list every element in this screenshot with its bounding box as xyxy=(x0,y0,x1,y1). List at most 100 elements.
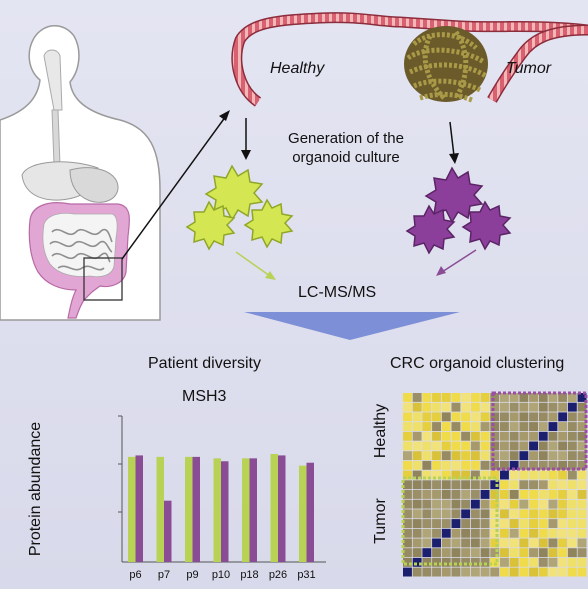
heatmap-cell xyxy=(432,509,441,519)
heatmap-cell xyxy=(558,567,568,577)
heatmap-cell xyxy=(519,490,529,499)
heatmap-cell xyxy=(538,490,548,499)
heatmap-cell xyxy=(509,422,519,431)
heatmap-cell xyxy=(509,412,519,422)
heatmap-cell xyxy=(548,490,558,499)
heatmap-cell xyxy=(577,441,587,451)
heatmap-cell xyxy=(422,422,432,431)
x-tick-label: p7 xyxy=(158,569,170,581)
heatmap-tumor-label: Tumor xyxy=(372,498,389,544)
heatmap-cell xyxy=(558,490,568,499)
heatmap-cell xyxy=(490,393,500,402)
bar-p7-tumor xyxy=(164,500,172,562)
heatmap-cell xyxy=(558,499,568,509)
heatmap-cell xyxy=(538,402,548,412)
heatmap-cell xyxy=(509,557,519,567)
heatmap-cell xyxy=(412,528,422,538)
heatmap-cell xyxy=(470,567,480,577)
bar-p18-tumor xyxy=(249,458,257,562)
heatmap-cell xyxy=(470,528,480,538)
heatmap-cell xyxy=(558,480,568,490)
heatmap-cell xyxy=(412,538,422,548)
heatmap-cell xyxy=(577,490,587,499)
chart-title: MSH3 xyxy=(182,388,227,405)
x-tick-label: p31 xyxy=(297,569,315,581)
heatmap-cell xyxy=(461,402,471,412)
heatmap-cell xyxy=(500,412,509,422)
heatmap-cell xyxy=(519,422,529,431)
heatmap-cell xyxy=(480,538,490,548)
heatmap-cell xyxy=(480,470,490,480)
heatmap-cell xyxy=(451,509,461,519)
heatmap-cell xyxy=(558,519,568,528)
heatmap-cell xyxy=(470,431,480,441)
heatmap-cell xyxy=(519,538,529,548)
tumor-cluster-box xyxy=(491,391,588,471)
heatmap-cell xyxy=(519,548,529,558)
generation-line1: Generation of the xyxy=(288,130,404,147)
heatmap-cell xyxy=(529,509,538,519)
heatmap-cell xyxy=(432,422,441,431)
heatmap-cell xyxy=(451,422,461,431)
heatmap-cell xyxy=(519,499,529,509)
heatmap-cell xyxy=(558,548,568,558)
heatmap-cell xyxy=(403,567,412,577)
heatmap-cell xyxy=(500,519,509,528)
heatmap-cell xyxy=(403,499,412,509)
heatmap-cell xyxy=(451,499,461,509)
heatmap-cell xyxy=(529,460,538,470)
bar-p31-healthy xyxy=(299,465,307,562)
heatmap-cell xyxy=(567,480,577,490)
tumor-to-lcms-arrow xyxy=(436,249,477,276)
heatmap-cell xyxy=(500,557,509,567)
heatmap-cell xyxy=(519,451,529,461)
heatmap-cell xyxy=(412,412,422,422)
heatmap-cell xyxy=(422,538,432,548)
heatmap-cell xyxy=(558,528,568,538)
heatmap-cell xyxy=(432,480,441,490)
heatmap-cell xyxy=(470,538,480,548)
bar-p26-healthy xyxy=(270,453,278,562)
heatmap-cell xyxy=(422,431,432,441)
heatmap-cell xyxy=(441,557,451,567)
heatmap-cell xyxy=(490,519,500,528)
x-tick-label: p26 xyxy=(269,569,287,581)
heatmap-cell xyxy=(548,470,558,480)
heatmap-cell xyxy=(500,441,509,451)
heatmap-cell xyxy=(470,499,480,509)
heatmap-cell xyxy=(480,460,490,470)
heatmap-cell xyxy=(500,460,509,470)
heatmap-cell xyxy=(480,393,490,402)
heatmap-cell xyxy=(558,412,568,422)
heatmap-cell xyxy=(451,557,461,567)
heatmap-cell xyxy=(558,538,568,548)
generation-line2: organoid culture xyxy=(292,149,400,166)
heatmap-cell xyxy=(451,402,461,412)
heatmap-cell xyxy=(500,509,509,519)
heatmap-cell xyxy=(548,538,558,548)
heatmap-cell xyxy=(461,460,471,470)
heatmap-cell xyxy=(529,538,538,548)
heatmap-cell xyxy=(412,431,422,441)
heatmap-cell xyxy=(403,470,412,480)
clustering-heatmap xyxy=(403,393,587,577)
heatmap-cell xyxy=(422,460,432,470)
heatmap-cell xyxy=(567,557,577,567)
heatmap-cell xyxy=(412,393,422,402)
heatmap-cell xyxy=(519,567,529,577)
heatmap-cell xyxy=(567,393,577,402)
heatmap-cell xyxy=(480,557,490,567)
heatmap-cell xyxy=(451,451,461,461)
heatmap-cell xyxy=(500,422,509,431)
heatmap-cell xyxy=(567,548,577,558)
heatmap-cell xyxy=(567,460,577,470)
heatmap-cell xyxy=(548,393,558,402)
heatmap-cell xyxy=(480,490,490,499)
heatmap-cell xyxy=(519,431,529,441)
heatmap-cell xyxy=(451,470,461,480)
heatmap-cell xyxy=(577,422,587,431)
heatmap-cell xyxy=(422,412,432,422)
heatmap-cell xyxy=(432,519,441,528)
heatmap-cell xyxy=(480,431,490,441)
heatmap-cell xyxy=(509,402,519,412)
